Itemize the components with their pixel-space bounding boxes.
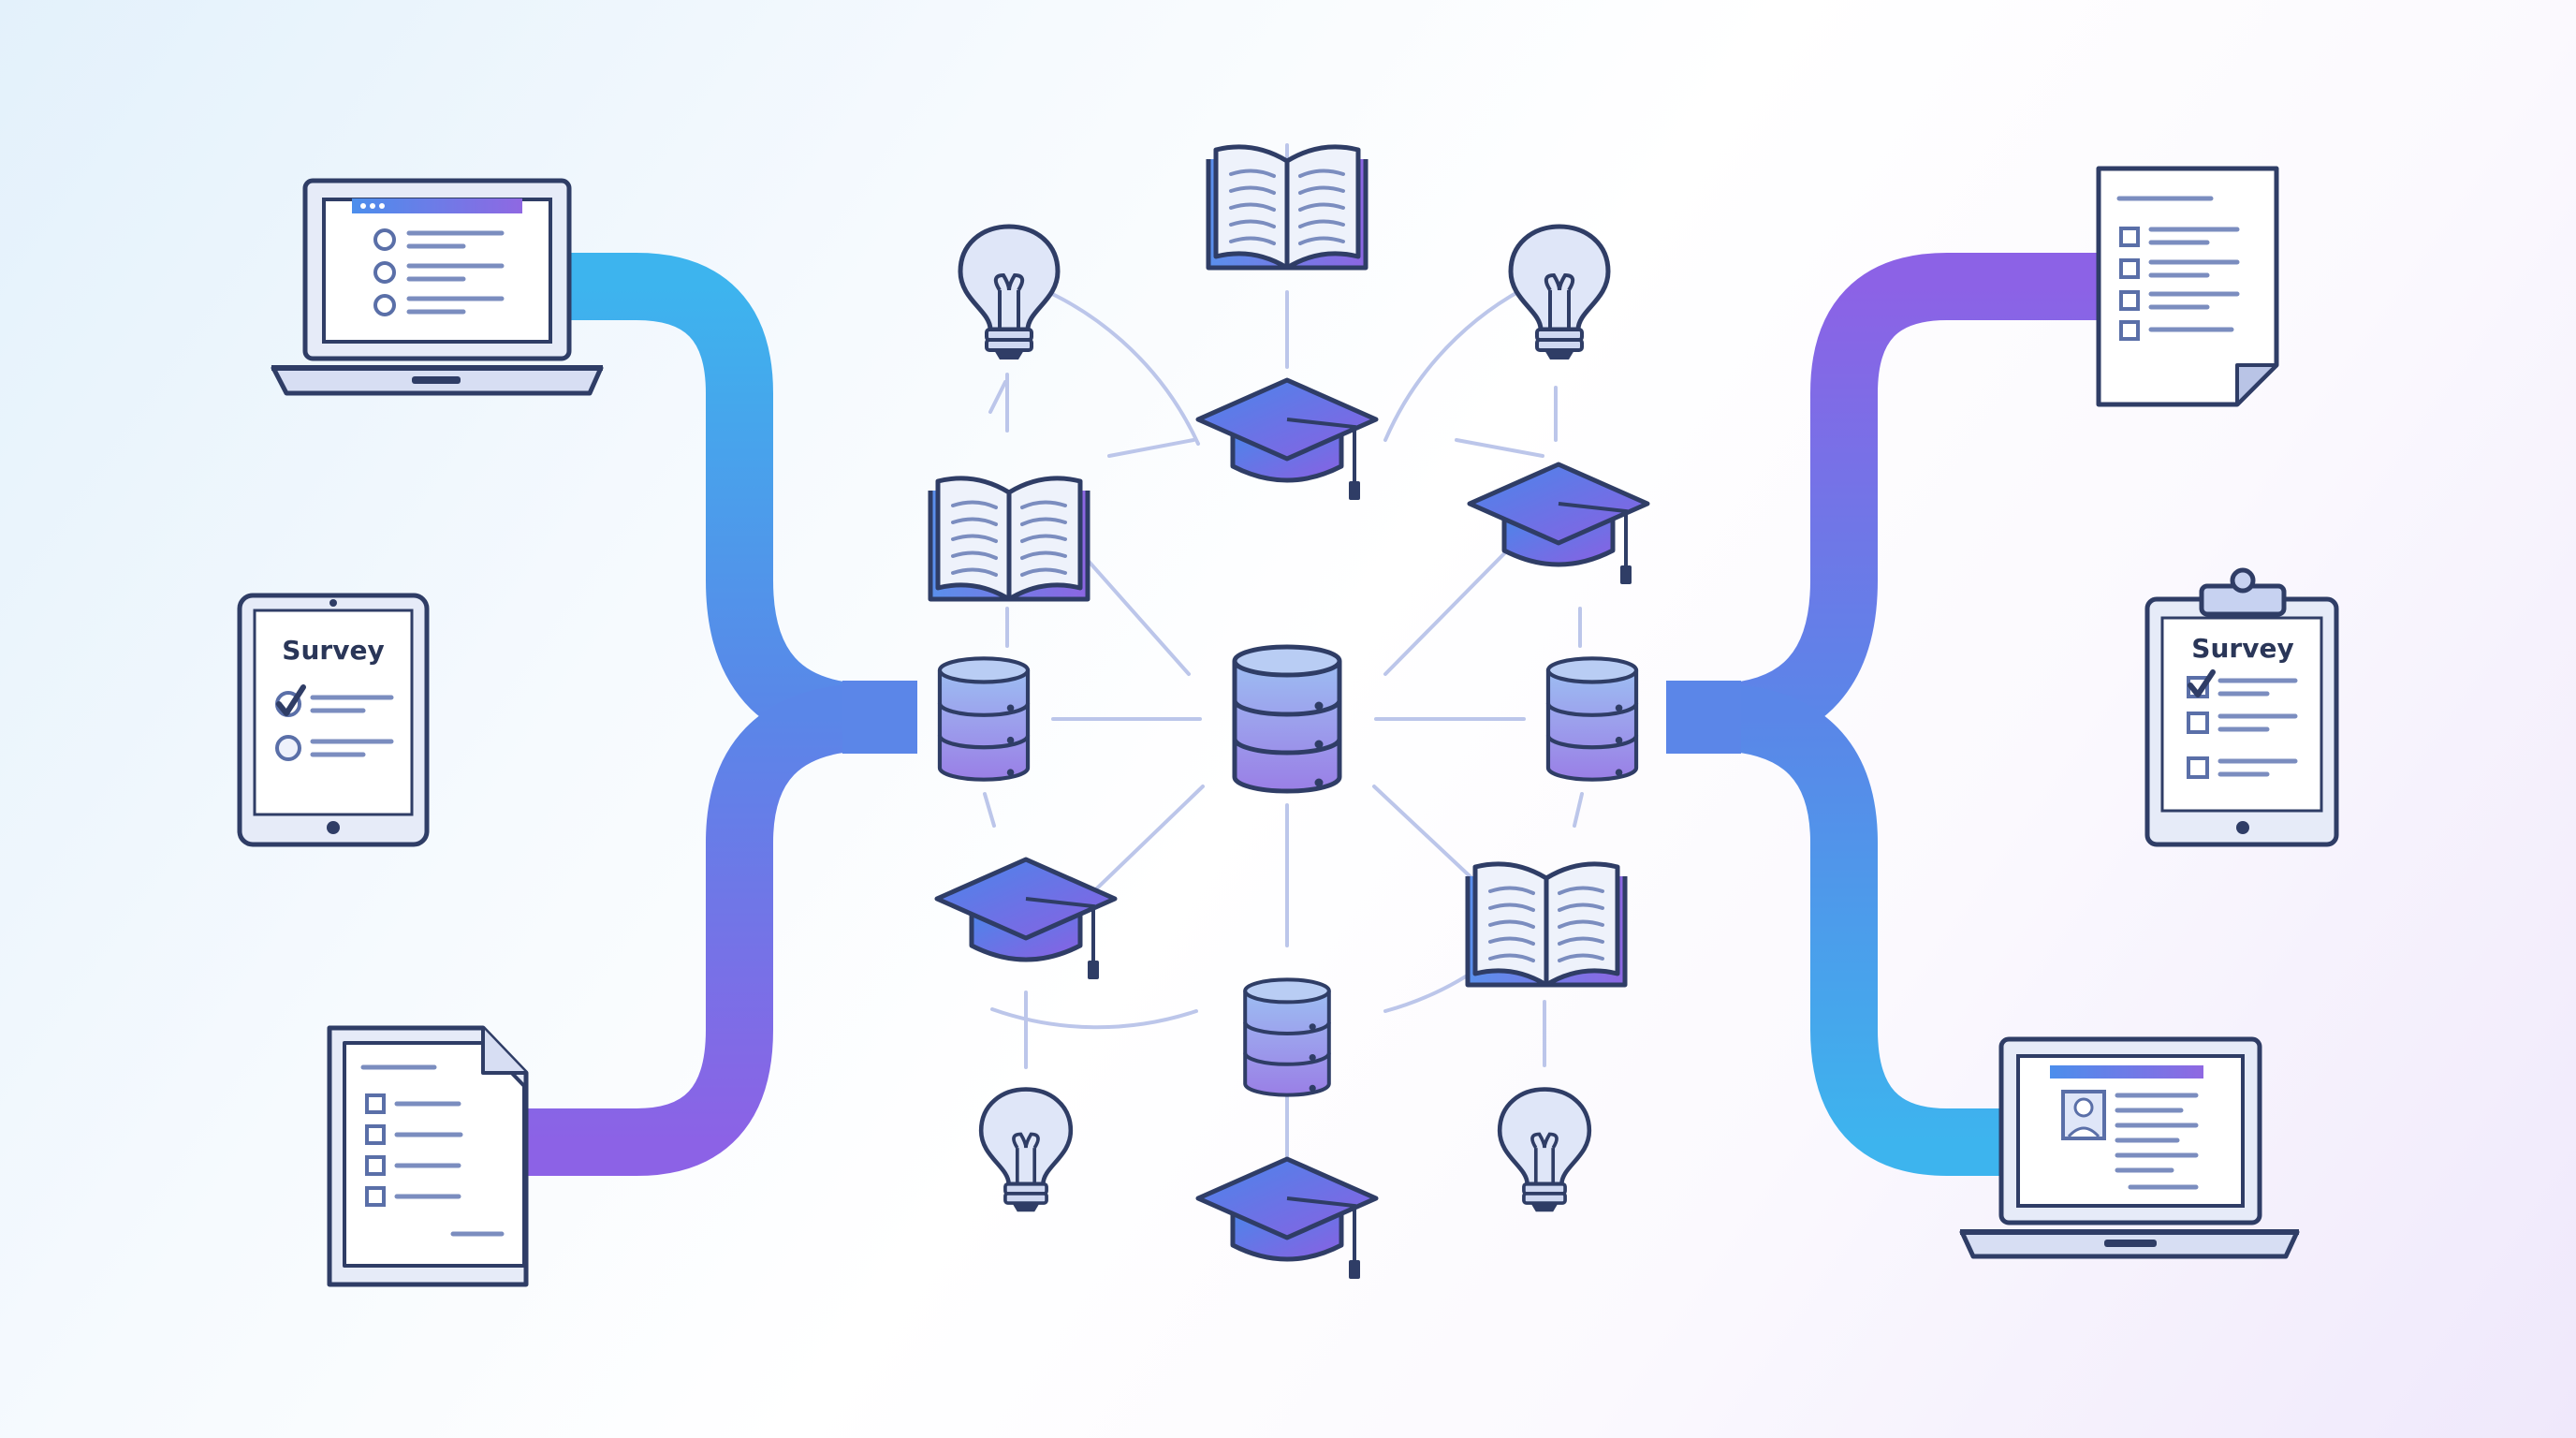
connector-line: [983, 792, 996, 828]
checklist-document-icon-right: [2096, 166, 2279, 407]
hub-connectors: [983, 143, 1584, 1161]
lightbulb-icon-top-right: [1511, 227, 1608, 360]
flow-ribbon-left-bottom: [524, 683, 864, 1176]
laptop-survey-icon: [271, 178, 604, 396]
clipboard-survey-icon: Survey: [2144, 567, 2339, 847]
connector-arc: [990, 1007, 1198, 1030]
connector-line: [1383, 530, 1528, 676]
tablet-survey-icon: Survey: [237, 593, 430, 847]
flow-ribbon-right-top: [1720, 253, 2101, 751]
connector-line: [1107, 438, 1195, 458]
connector-line: [1455, 438, 1544, 458]
graduation-cap-icon-top: [1198, 380, 1376, 500]
lightbulb-icon-bottom-left: [981, 1090, 1071, 1212]
graduation-cap-icon-bottom: [1198, 1159, 1376, 1279]
tablet-survey-title: Survey: [282, 635, 384, 666]
connector-line: [1573, 792, 1584, 828]
database-icon-left: [940, 658, 1028, 779]
database-icon-center: [1235, 647, 1339, 791]
flow-ribbon-right-bottom: [1720, 683, 2003, 1176]
clipboard-survey-title: Survey: [2191, 633, 2293, 664]
connector-line: [988, 380, 1007, 414]
checklist-document-icon-left: [327, 1025, 529, 1287]
lightbulb-icon-top-left: [960, 227, 1058, 360]
right-flow-ribbons: [1666, 253, 2153, 1176]
database-icon-right: [1548, 658, 1636, 779]
book-icon-right: [1468, 864, 1625, 985]
connector-line: [1075, 785, 1205, 910]
flow-ribbon-left-top: [566, 253, 864, 751]
book-icon-top: [1208, 147, 1366, 268]
book-icon-left: [930, 478, 1088, 599]
left-flow-ribbons: [431, 253, 917, 1176]
lightbulb-icon-bottom-right: [1500, 1090, 1589, 1212]
graduation-cap-icon-left: [937, 859, 1115, 979]
laptop-profile-icon: [1959, 1036, 2300, 1259]
database-icon-bottom: [1245, 979, 1329, 1094]
graduation-cap-icon-right: [1470, 464, 1647, 584]
